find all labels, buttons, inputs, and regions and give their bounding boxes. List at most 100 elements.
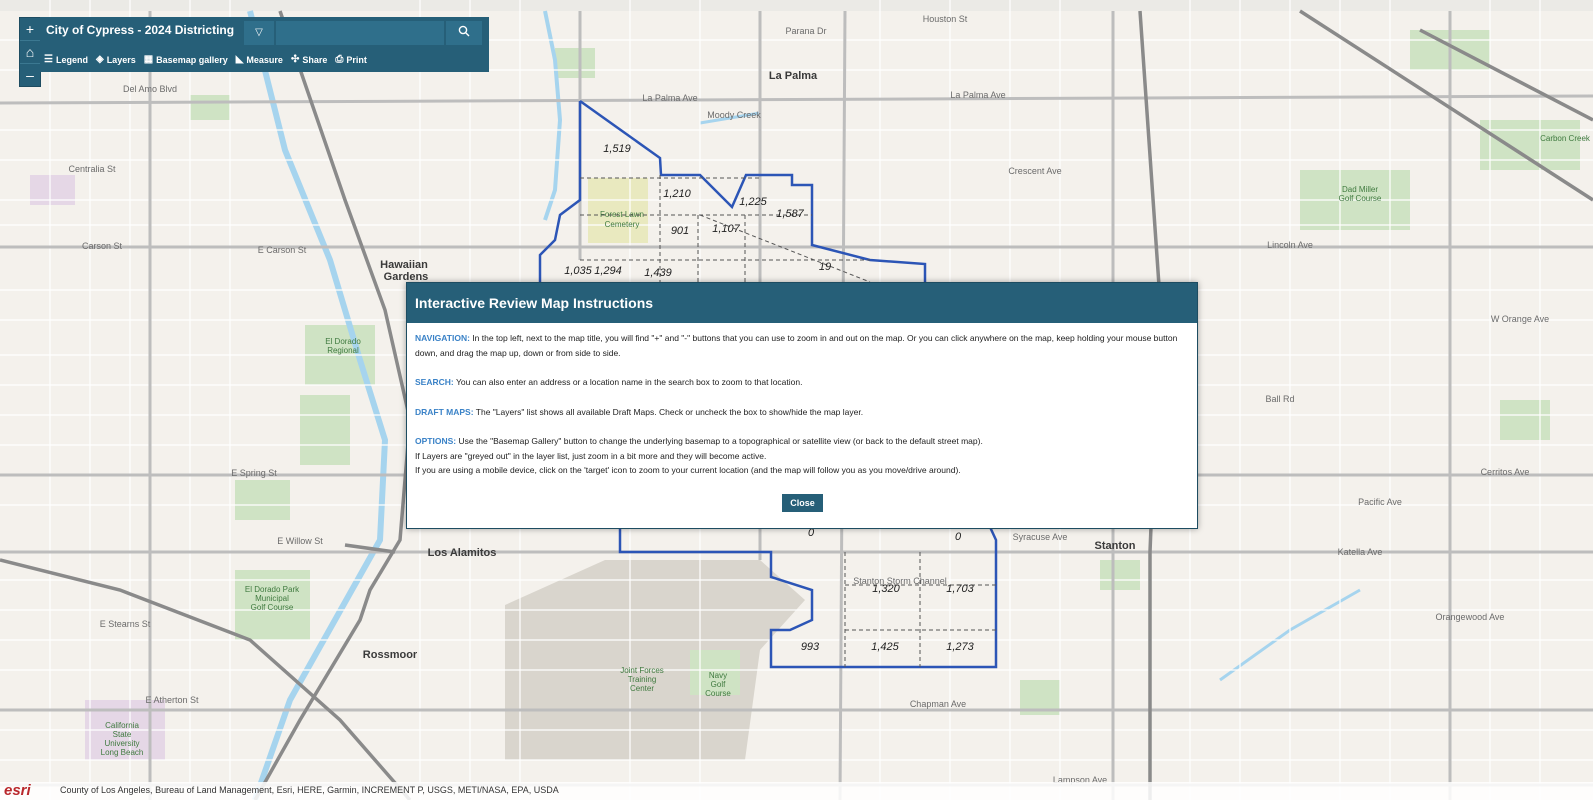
- street-label: Ball Rd: [1265, 394, 1294, 404]
- print-icon: ⎙: [335, 54, 344, 65]
- measure-label: Measure: [246, 54, 283, 65]
- district-outline-west: [538, 101, 582, 282]
- search-input[interactable]: [276, 21, 444, 45]
- search-paragraph: SEARCH: You can also enter an address or…: [415, 375, 1189, 390]
- street-label: Katella Ave: [1338, 547, 1383, 557]
- attribution-text: County of Los Angeles, Bureau of Land Ma…: [60, 785, 559, 795]
- street-label: E Willow St: [277, 536, 323, 546]
- zoom-in-button[interactable]: +: [20, 18, 40, 41]
- basemap-gallery-button[interactable]: ▦Basemap gallery: [144, 54, 228, 65]
- park-label: Course: [705, 689, 731, 698]
- map-header: City of Cypress - 2024 Districting ▽ ☰Le…: [40, 17, 489, 72]
- draft-maps-paragraph: DRAFT MAPS: The "Layers" list shows all …: [415, 405, 1189, 420]
- legend-label: Legend: [55, 54, 88, 65]
- layers-button[interactable]: ◈Layers: [96, 54, 136, 65]
- district-subdivisions: [580, 175, 996, 667]
- close-button[interactable]: Close: [782, 494, 823, 512]
- park-label: Joint Forces: [620, 666, 664, 675]
- district-population-label: 1,225: [739, 196, 767, 208]
- street-label: Lampson Ave: [1053, 775, 1107, 785]
- instructions-dialog: Interactive Review Map Instructions NAVI…: [406, 282, 1198, 529]
- map-title: City of Cypress - 2024 Districting: [46, 23, 235, 37]
- park-label: Golf: [711, 680, 726, 689]
- street-label: E Stearns St: [100, 619, 151, 629]
- street-label: Lincoln Ave: [1267, 240, 1313, 250]
- park-label: Center: [630, 684, 654, 693]
- district-population-label: 0: [955, 531, 962, 543]
- park-label: Training: [628, 675, 657, 684]
- district-population-label: 1,519: [603, 143, 631, 155]
- basemap-gallery-label: Basemap gallery: [156, 54, 228, 65]
- zoom-controls: + ⌂ –: [19, 17, 41, 87]
- park-label: Navy: [709, 671, 727, 680]
- legend-button[interactable]: ☰Legend: [44, 54, 88, 65]
- district-population-label: 1,210: [663, 188, 691, 200]
- city-label: Gardens: [384, 271, 429, 283]
- measure-button[interactable]: ◣Measure: [236, 54, 283, 65]
- greyed-out-paragraph: If Layers are "greyed out" in the layer …: [415, 450, 767, 461]
- draft-maps-text: The "Layers" list shows all available Dr…: [475, 406, 864, 417]
- title-dropdown-button[interactable]: ▽: [244, 21, 274, 45]
- street-label: Moody Creek: [707, 110, 761, 120]
- street-label: Houston St: [923, 14, 968, 24]
- options-keyword: OPTIONS:: [415, 436, 457, 446]
- district-population-label: 1,035: [564, 265, 592, 277]
- layers-label: Layers: [106, 54, 136, 65]
- zoom-out-button[interactable]: –: [26, 67, 34, 83]
- park-label: Carbon Creek: [1540, 134, 1591, 143]
- basemap-icon: ▦: [143, 54, 154, 65]
- street-label: E Spring St: [231, 468, 277, 478]
- san-gabriel-river: [247, 10, 389, 800]
- street-label: Orangewood Ave: [1436, 612, 1505, 622]
- street-label: Crescent Ave: [1008, 166, 1061, 176]
- district-population-label: 0: [808, 527, 815, 539]
- district-population-label: 1,320: [872, 583, 900, 595]
- share-icon: ✣: [290, 54, 300, 65]
- district-population-label: 1,425: [871, 641, 899, 653]
- street-label: Stanton Storm Channel: [853, 576, 947, 586]
- park-label: Municipal: [255, 594, 289, 603]
- park-label: El Dorado: [325, 337, 361, 346]
- street-label: W Orange Ave: [1491, 314, 1549, 324]
- district-population-label: 1,439: [644, 267, 672, 279]
- street-label: Centralia St: [68, 164, 116, 174]
- district-population-label: 1,273: [946, 641, 974, 653]
- city-label: La Palma: [769, 70, 818, 82]
- park-label: Long Beach: [101, 748, 144, 757]
- park-label: California: [105, 721, 139, 730]
- navigation-paragraph: NAVIGATION: In the top left, next to the…: [415, 331, 1189, 360]
- district-population-label: 901: [671, 225, 689, 237]
- park-label: State: [113, 730, 132, 739]
- options-text: Use the "Basemap Gallery" button to chan…: [458, 436, 983, 446]
- esri-logo[interactable]: esri: [4, 782, 31, 799]
- share-label: Share: [302, 54, 328, 65]
- district-outline-south: [618, 526, 998, 669]
- legend-icon: ☰: [44, 54, 53, 65]
- park-label: University: [104, 739, 139, 748]
- home-button[interactable]: ⌂: [20, 41, 40, 64]
- dialog-body: NAVIGATION: In the top left, next to the…: [407, 323, 1197, 478]
- map-edge: [0, 0, 1593, 11]
- park-label: El Dorado Park: [245, 585, 300, 594]
- share-button[interactable]: ✣Share: [291, 54, 327, 65]
- print-button[interactable]: ⎙Print: [335, 54, 367, 65]
- district-population-label: 1,587: [776, 208, 804, 220]
- dialog-title: Interactive Review Map Instructions: [407, 283, 1197, 323]
- map-toolbar: ☰Legend ◈Layers ▦Basemap gallery ◣Measur…: [44, 54, 367, 65]
- navigation-keyword: NAVIGATION:: [415, 333, 470, 343]
- navy-golf-course: [690, 650, 740, 695]
- street-label: E Atherton St: [145, 695, 199, 705]
- attribution-bar: esri County of Los Angeles, Bureau of La…: [0, 782, 1593, 800]
- navigation-text: In the top left, next to the map title, …: [415, 333, 1178, 358]
- street-label: La Palma Ave: [950, 90, 1005, 100]
- search-button[interactable]: [446, 21, 482, 45]
- city-label: Rossmoor: [363, 649, 418, 661]
- park-label: Dad Miller: [1342, 185, 1378, 194]
- district-population-label: 1,703: [946, 583, 974, 595]
- park-label: Regional: [327, 346, 359, 355]
